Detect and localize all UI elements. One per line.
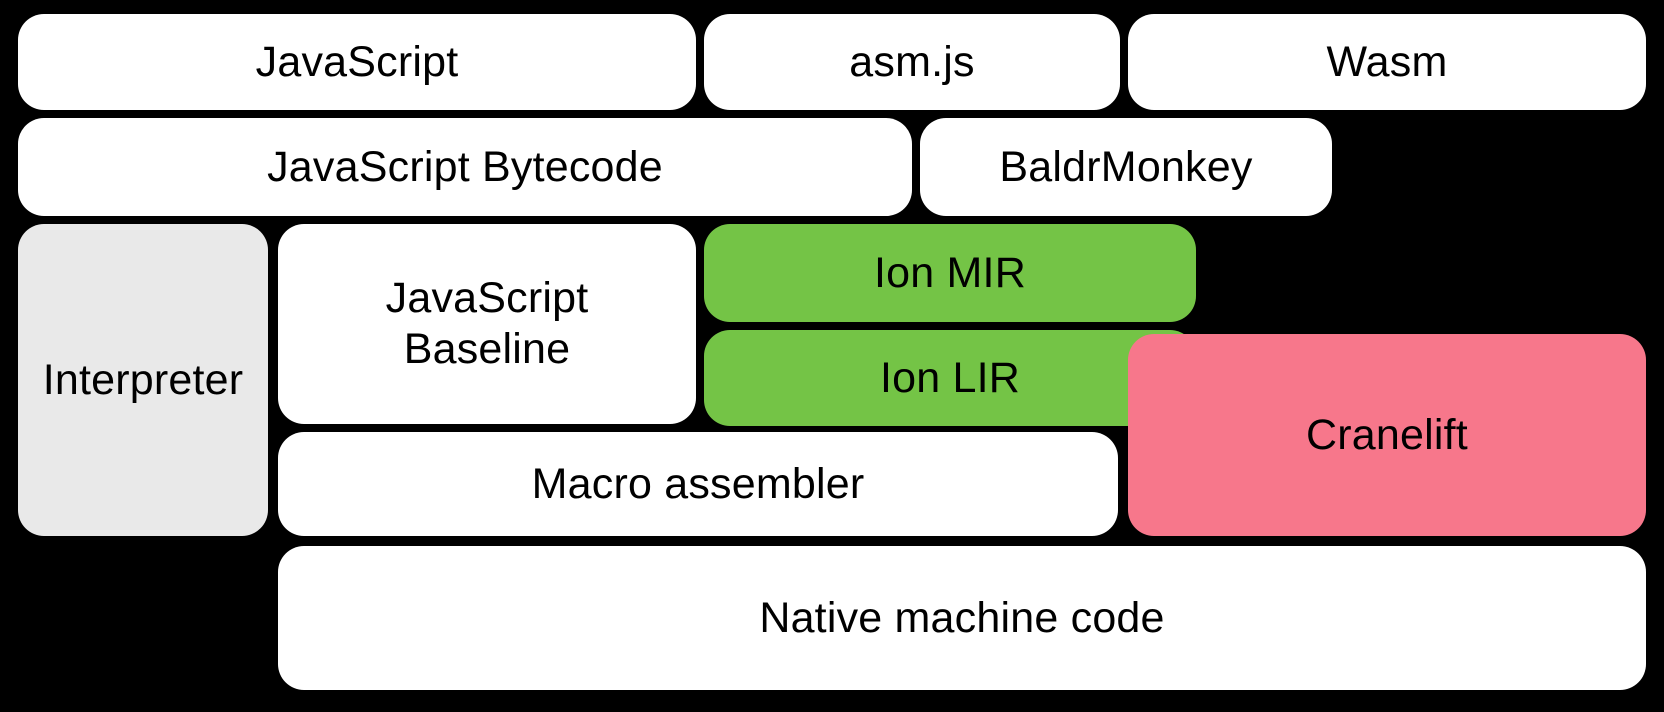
node-native-machine-code[interactable]: Native machine code — [278, 546, 1646, 690]
node-interpreter[interactable]: Interpreter — [18, 224, 268, 536]
node-baldrmonkey[interactable]: BaldrMonkey — [920, 118, 1332, 216]
node-ion-lir[interactable]: Ion LIR — [704, 330, 1196, 426]
node-macro-assembler[interactable]: Macro assembler — [278, 432, 1118, 536]
node-wasm[interactable]: Wasm — [1128, 14, 1646, 110]
node-javascript-baseline[interactable]: JavaScript Baseline — [278, 224, 696, 424]
node-asm-js[interactable]: asm.js — [704, 14, 1120, 110]
node-ion-mir[interactable]: Ion MIR — [704, 224, 1196, 322]
node-javascript[interactable]: JavaScript — [18, 14, 696, 110]
node-cranelift[interactable]: Cranelift — [1128, 334, 1646, 536]
node-javascript-bytecode[interactable]: JavaScript Bytecode — [18, 118, 912, 216]
